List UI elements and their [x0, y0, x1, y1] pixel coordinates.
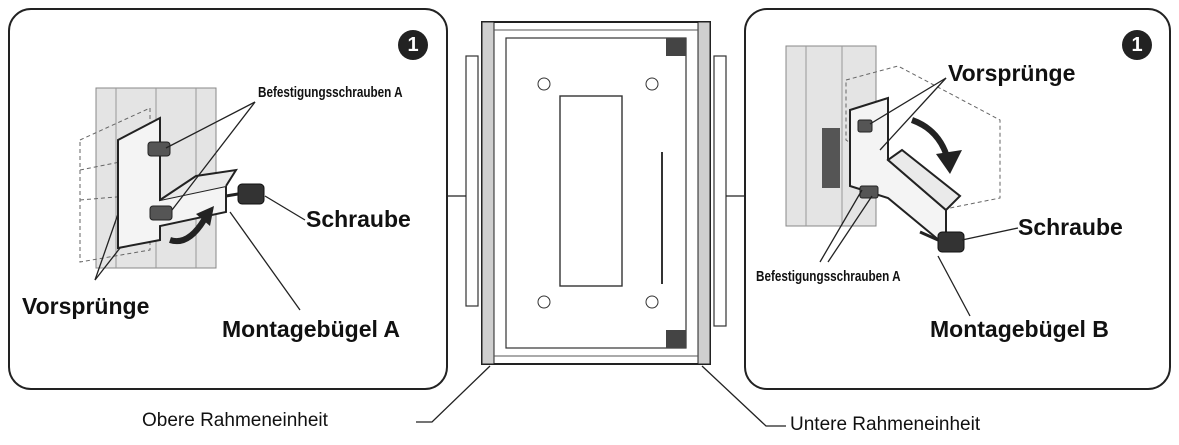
label-screw-left: Schraube [306, 206, 411, 232]
step-marker-left: 1 [398, 30, 428, 60]
left-leader-lines [94, 101, 306, 311]
caption-upper-frame: Obere Rahmeneinheit [142, 410, 328, 431]
caption-lower-frame: Untere Rahmeneinheit [790, 414, 981, 435]
label-fixing-screws-left: Befestigungsschrauben A [258, 84, 403, 101]
right-wall-bracket-illustration [785, 45, 1001, 253]
label-screw-right: Schraube [1018, 214, 1123, 240]
display-back-view [465, 21, 727, 365]
step-marker-right: 1 [1122, 30, 1152, 60]
label-projections-left: Vorsprünge [22, 293, 150, 319]
label-bracket-b: Montagebügel B [930, 316, 1109, 342]
right-leader-lines [819, 77, 1019, 317]
label-projections-right: Vorsprünge [948, 60, 1076, 86]
label-fixing-screws-right: Befestigungsschrauben A [756, 268, 901, 285]
panel-connector-lines [416, 195, 786, 427]
label-bracket-a: Montagebügel A [222, 316, 401, 342]
